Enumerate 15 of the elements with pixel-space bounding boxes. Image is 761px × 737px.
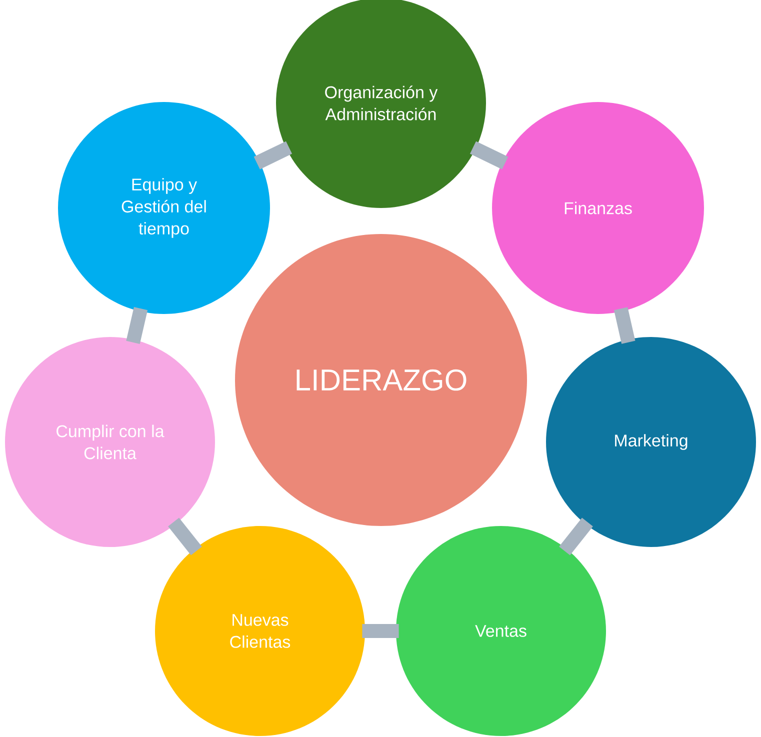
circle-label: Marketing <box>615 434 688 450</box>
topic-circle <box>155 526 365 736</box>
topic-circle <box>492 102 704 314</box>
circle-label: Equipo y Gestión del tiempo <box>122 178 206 238</box>
center-circle <box>235 234 527 526</box>
topic-circle <box>58 102 270 314</box>
topic-circle <box>546 337 756 547</box>
topic-circle <box>396 526 606 736</box>
circle-label: Cumplir con la Clienta <box>56 424 164 460</box>
circle-label: LIDERAZGO <box>296 369 466 391</box>
circle-label: Nuevas Clientas <box>230 614 290 648</box>
topic-circle <box>5 337 215 547</box>
circle-label: Organización y Administración <box>325 86 438 120</box>
circle-label: Ventas <box>475 625 526 637</box>
circle-label: Finanzas <box>564 202 632 214</box>
